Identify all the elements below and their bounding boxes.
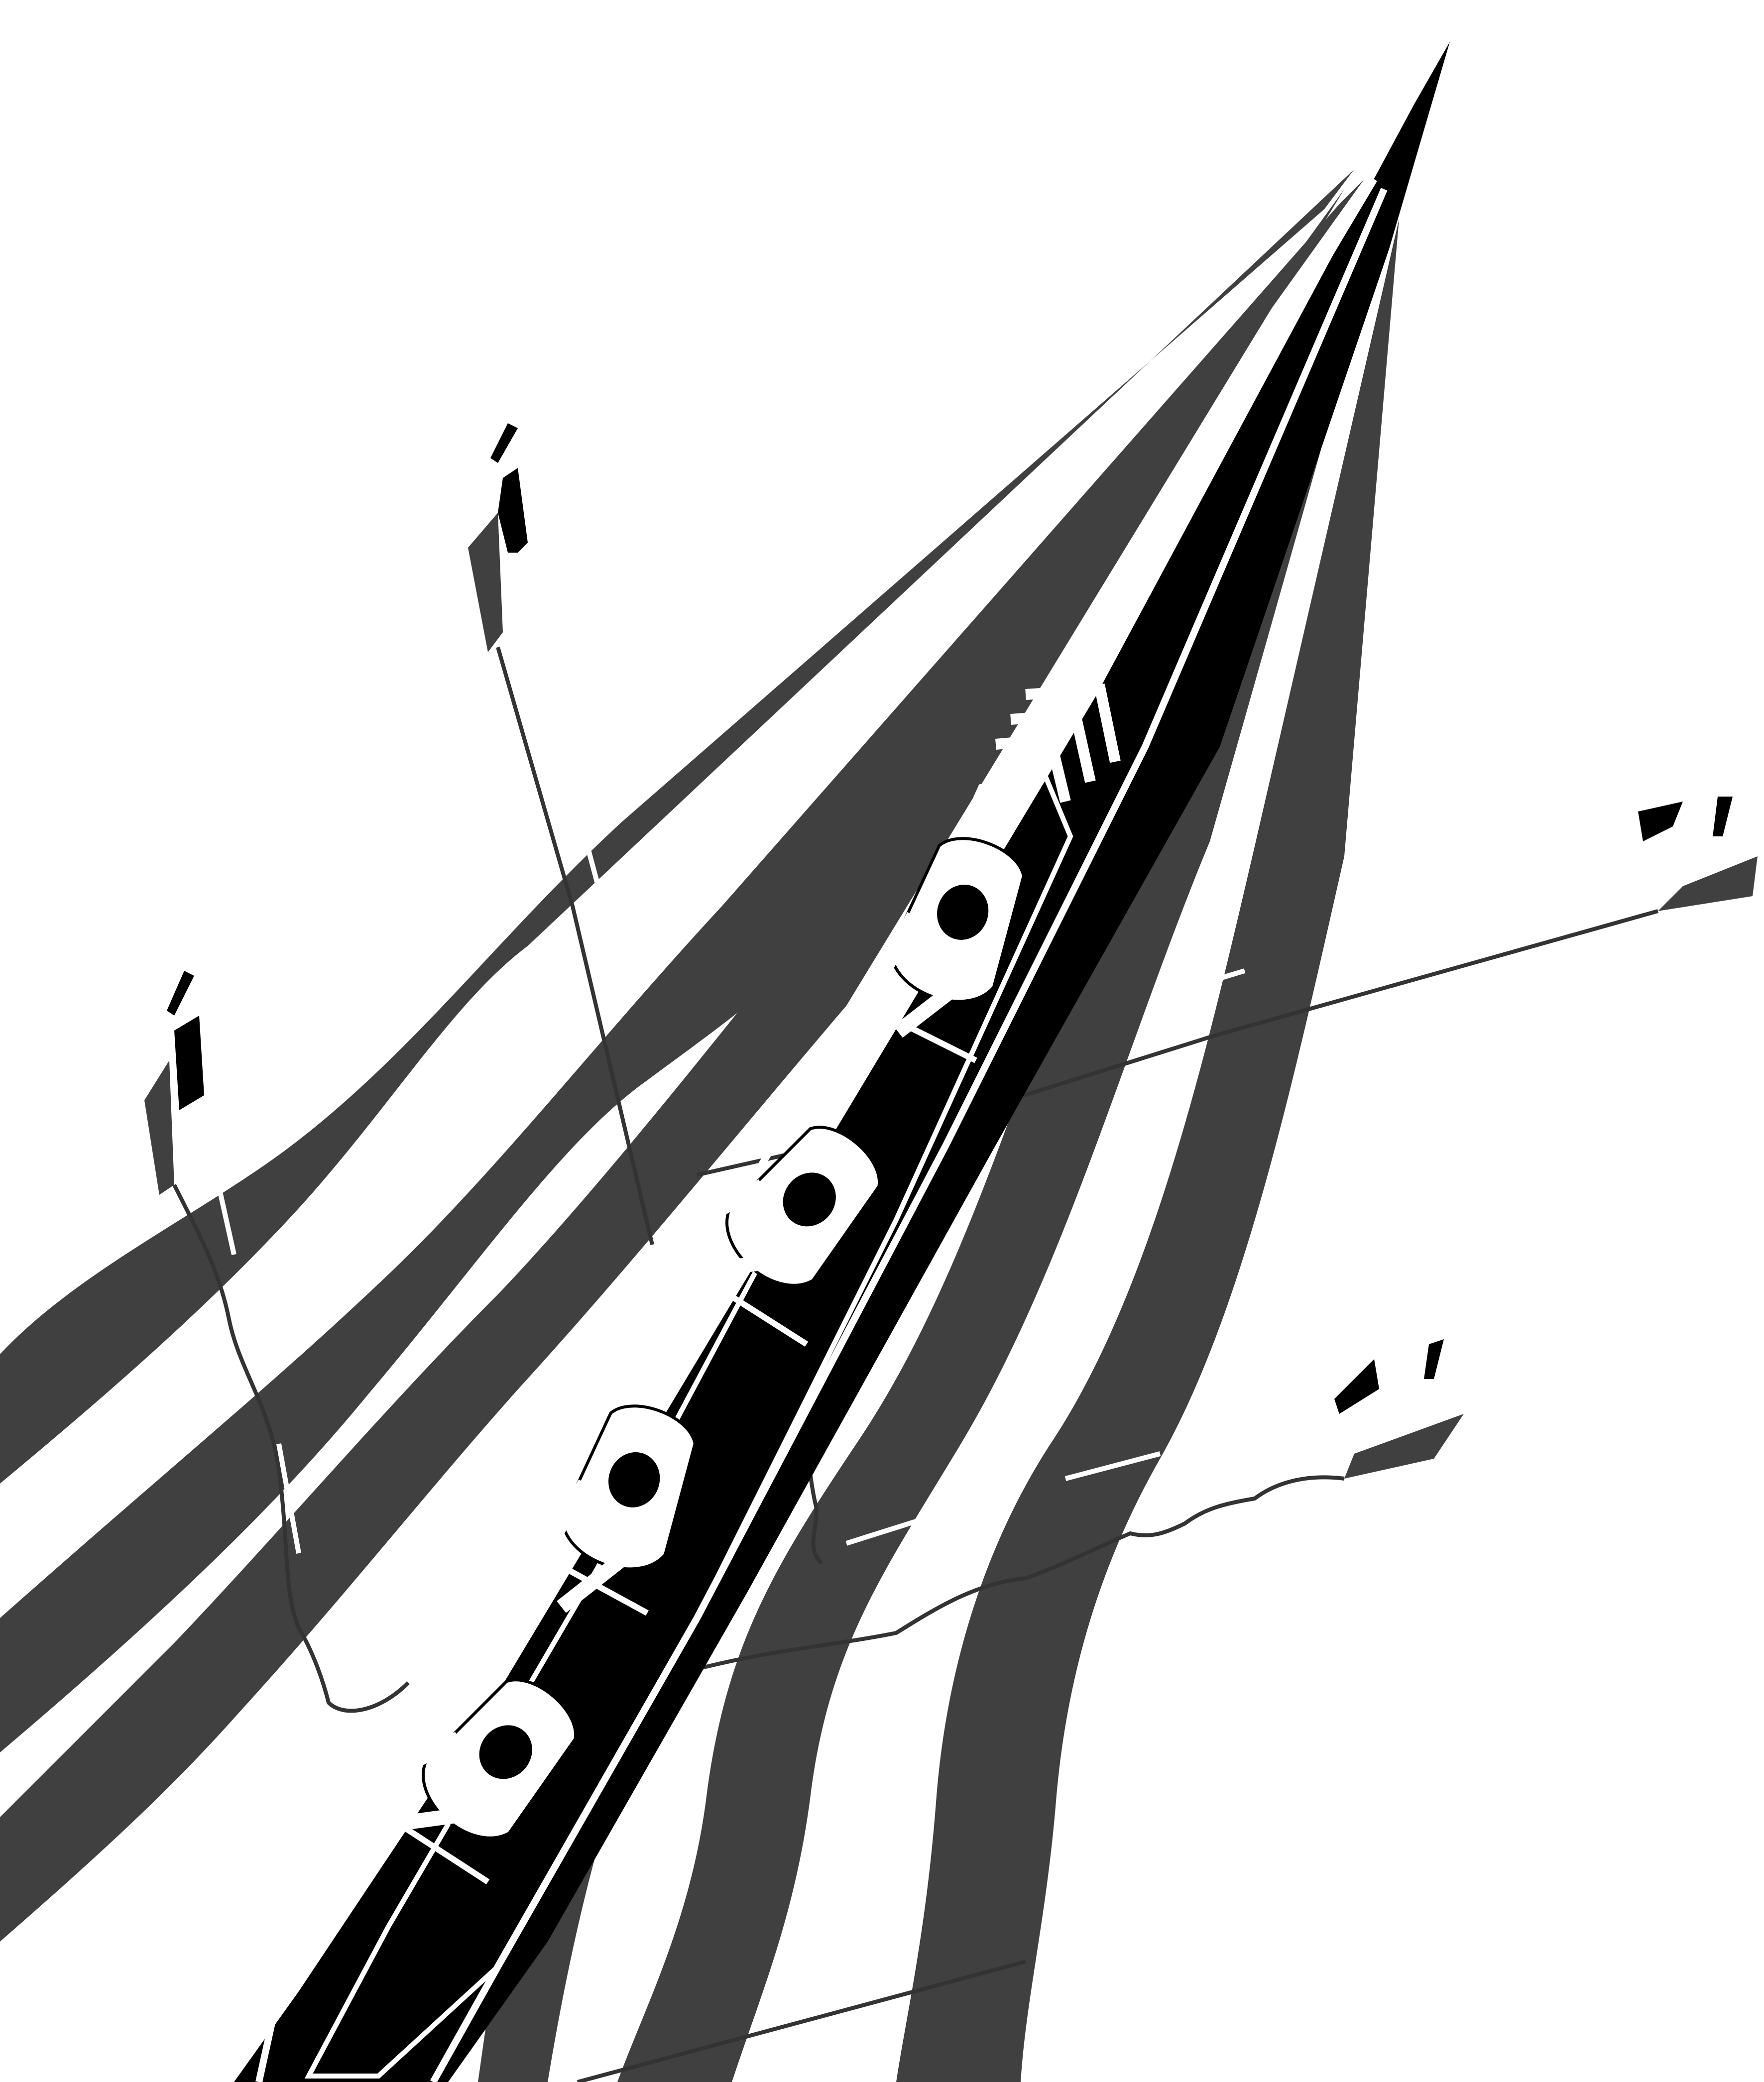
rower-2-arm-l	[674, 1179, 766, 1239]
rower-1-arm-r	[893, 957, 991, 1038]
rower-1-arm-l	[859, 912, 921, 1008]
blade-right-mid	[1334, 1359, 1379, 1414]
rower-figure-icon	[522, 1404, 697, 1613]
rower-3-head	[604, 1448, 664, 1511]
rower-figure-icon	[859, 837, 1025, 1038]
blade-right-top	[1638, 802, 1683, 841]
oar-line-left	[172, 1184, 410, 1713]
blade-top-left-shadow	[468, 513, 503, 652]
cut-1	[585, 845, 610, 922]
blade-right-top-shadow	[1658, 856, 1758, 911]
cut-5	[1064, 1451, 1161, 1481]
blade-left	[174, 1016, 204, 1110]
chevron-2	[1010, 708, 1096, 783]
rower-figure-icon	[673, 1126, 881, 1287]
rowers	[362, 837, 1025, 1840]
blade-right-top-tip	[1713, 797, 1733, 836]
shadow-cuts	[212, 845, 1246, 1554]
oar-blades	[144, 423, 1758, 1479]
blade-right-mid-shadow	[1344, 1414, 1464, 1479]
cut-6	[845, 1511, 942, 1546]
rower-3-arm-l	[522, 1479, 592, 1583]
shadow-stripe-2	[0, 179, 1364, 1752]
gunwale-right	[430, 188, 1388, 2082]
oar-blade-icon	[144, 971, 204, 1195]
oar-line-top-left	[496, 646, 654, 1245]
rower-3-arm-r	[557, 1525, 663, 1613]
shadow-stripe-5	[896, 219, 1399, 2082]
oar-blade-icon	[1334, 1339, 1464, 1479]
rower-4-arm-l	[363, 1732, 462, 1792]
rower-2-arm-r	[673, 1248, 816, 1282]
blade-left-shadow	[144, 1060, 174, 1195]
rower-1-head	[933, 880, 993, 944]
oar-blade-icon	[1638, 797, 1758, 911]
oar-blade-icon	[468, 423, 528, 652]
shadow-stripe-3	[0, 189, 1344, 1942]
bow-chevron-icon	[995, 684, 1121, 803]
shadow-stripe-1	[0, 169, 1354, 1484]
oar-line-right-mid	[636, 1475, 1345, 1690]
cut-4	[1194, 968, 1246, 988]
cut-3	[276, 1443, 301, 1554]
rigger-1	[855, 998, 977, 1063]
blade-top-left	[498, 468, 528, 553]
rower-4-head	[475, 1721, 536, 1783]
chevron-3	[995, 733, 1071, 803]
rower-2-head	[779, 1168, 840, 1231]
chevron-1	[1025, 684, 1121, 763]
blade-left-tip	[167, 971, 194, 1016]
shell	[234, 42, 1450, 2082]
blade-top-left-tip	[490, 423, 518, 463]
rower-4-arm-r	[362, 1801, 512, 1836]
oar-line-bottom	[577, 1960, 1027, 2082]
rower-figure-icon	[362, 1678, 577, 1840]
rigger-2	[695, 1272, 809, 1347]
blade-right-mid-tip	[1424, 1339, 1444, 1379]
cut-2	[212, 1164, 236, 1256]
